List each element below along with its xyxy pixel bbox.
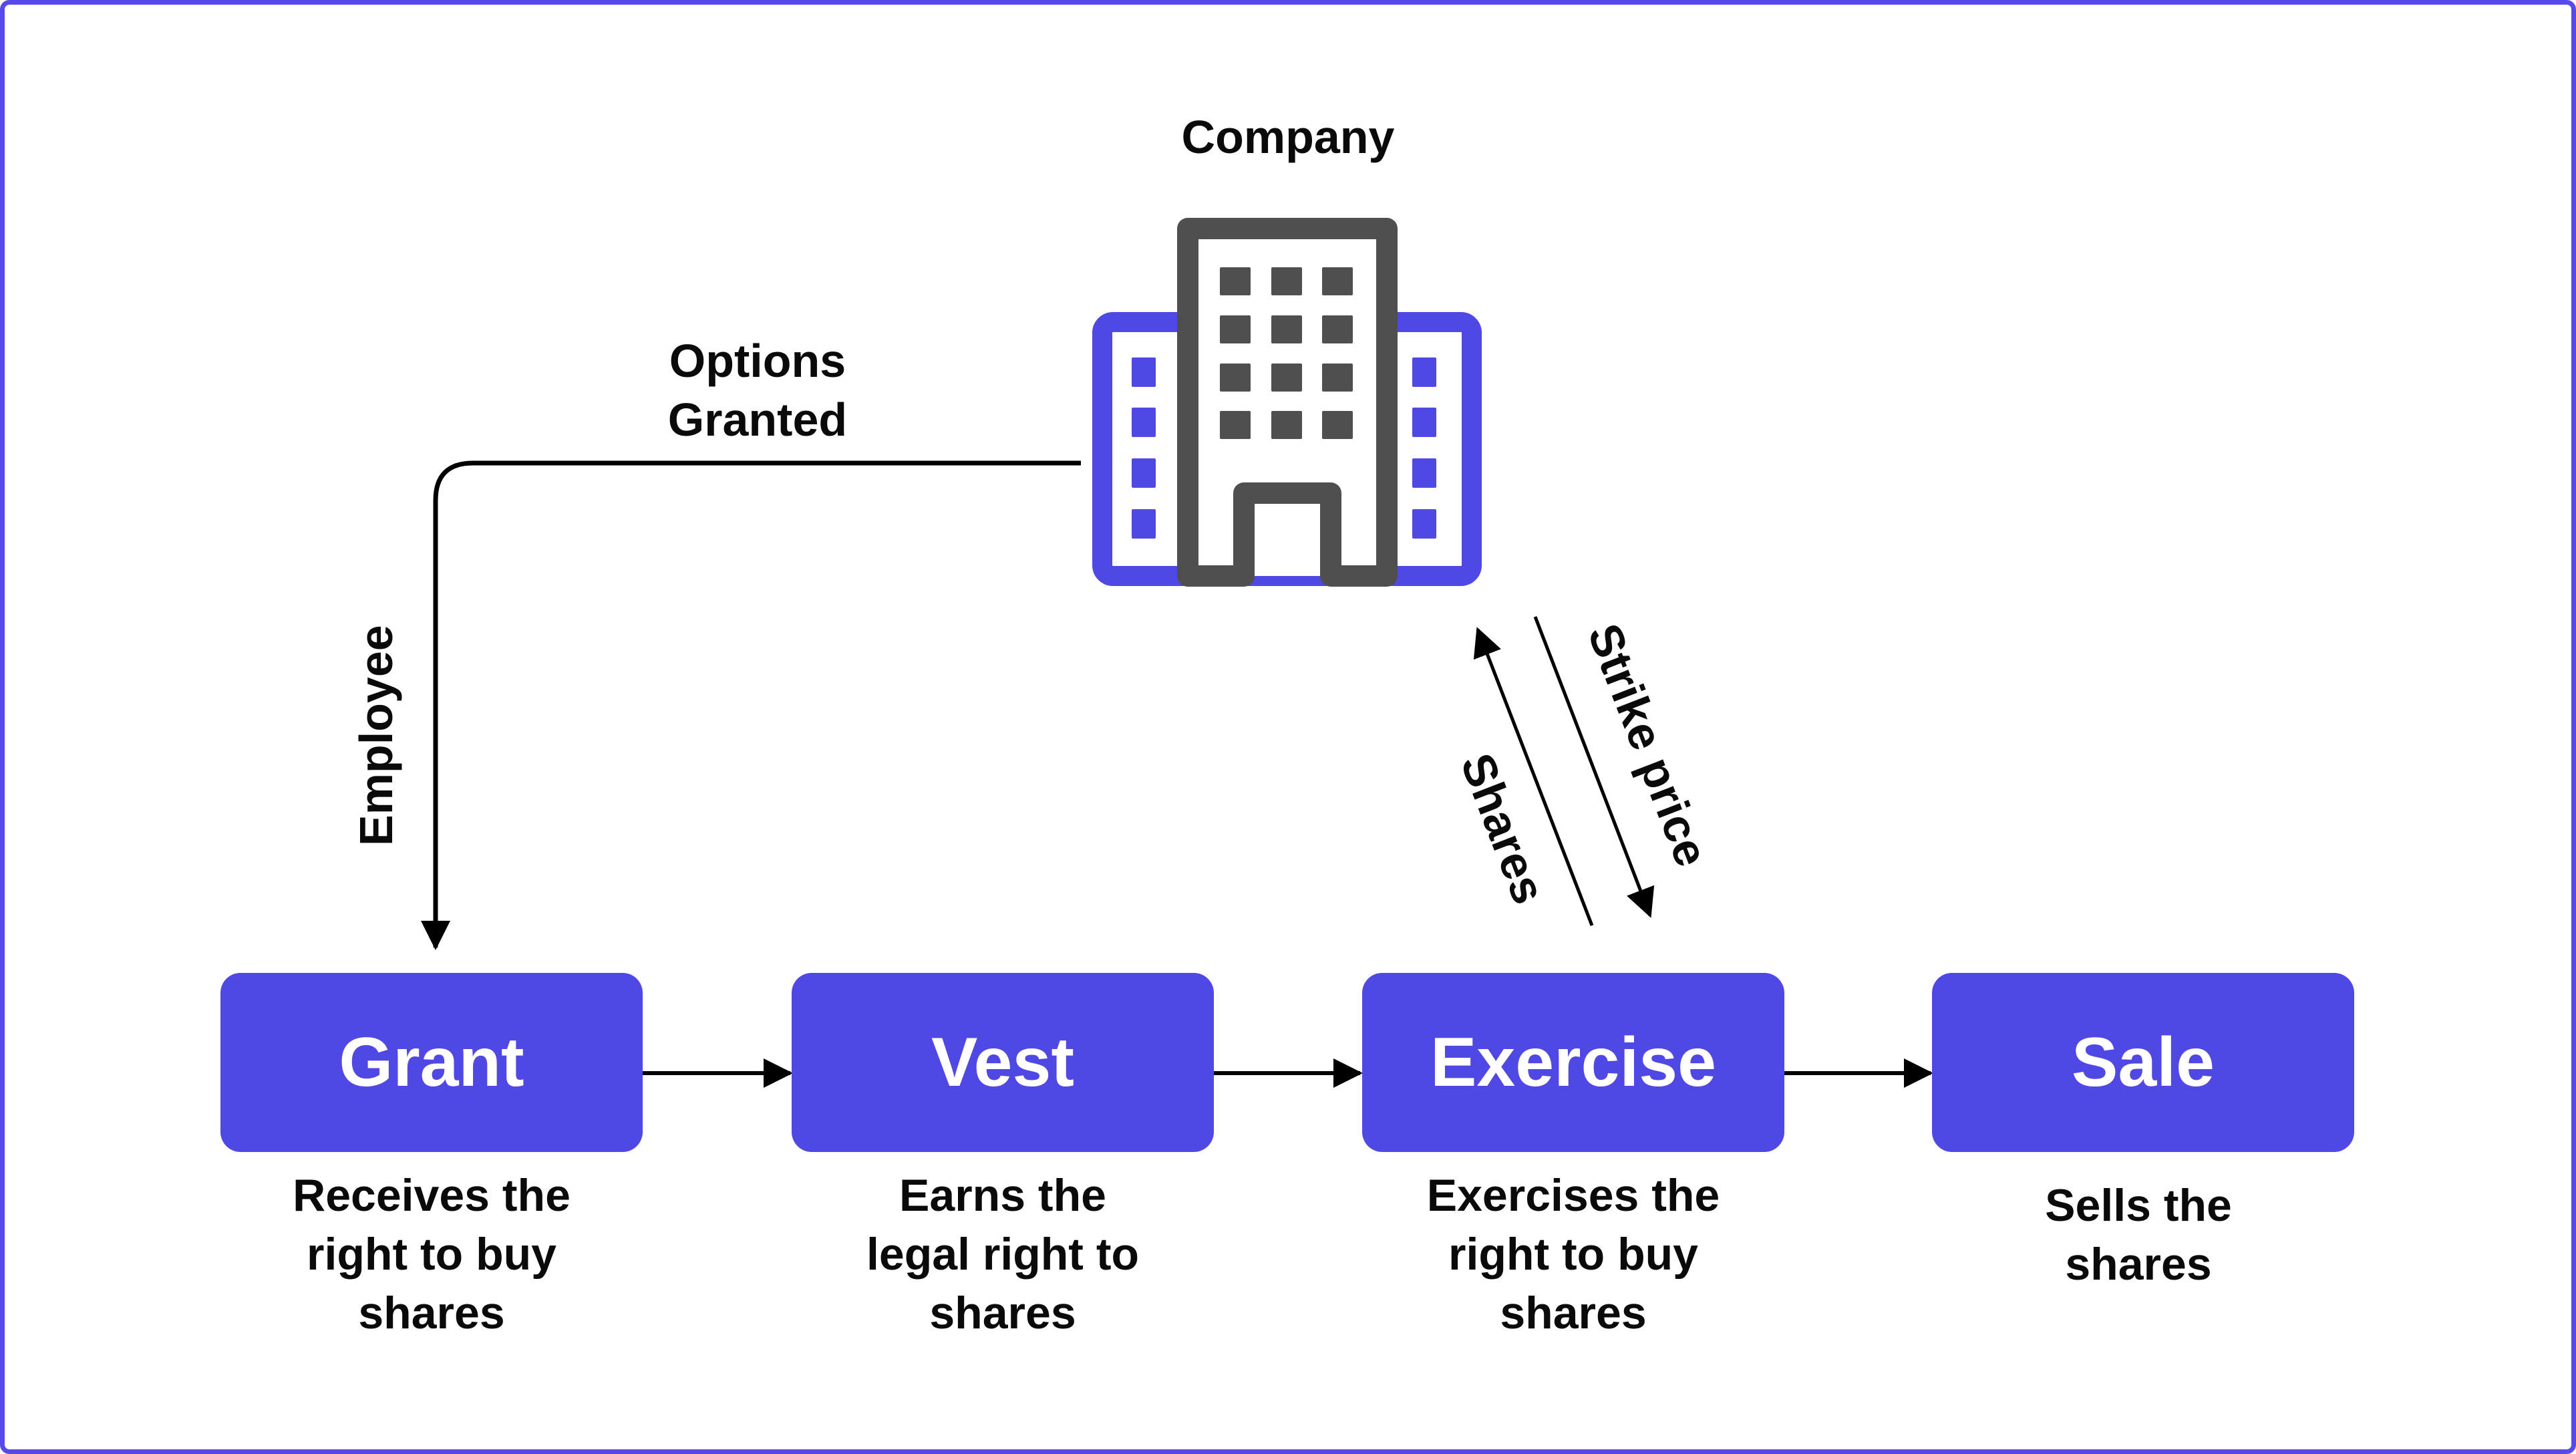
step-label: Grant (339, 1023, 524, 1101)
step-description-vest: Earns the legal right to shares (866, 1170, 1139, 1338)
shares-arrow (1473, 627, 1594, 926)
strike-price-arrow (1533, 616, 1655, 918)
step-vest: Vest (792, 973, 1214, 1152)
step-description-grant: Receives the right to buy shares (293, 1170, 571, 1338)
step-sale: Sale (1932, 973, 2354, 1152)
step-label: Vest (931, 1023, 1074, 1101)
options-granted-connector (421, 460, 1081, 950)
step-label: Sale (2072, 1023, 2215, 1101)
step-description-sale: Sells the shares (2045, 1180, 2232, 1290)
step-description-exercise: Exercises the right to buy shares (1426, 1170, 1720, 1338)
company-label: Company (1181, 111, 1395, 163)
employee-label: Employee (350, 625, 402, 846)
step-label: Exercise (1430, 1023, 1716, 1101)
options-granted-label: Options Granted (667, 335, 848, 446)
step-exercise: Exercise (1362, 973, 1784, 1152)
step-grant: Grant (220, 973, 643, 1152)
office-building-icon (1092, 218, 1482, 587)
